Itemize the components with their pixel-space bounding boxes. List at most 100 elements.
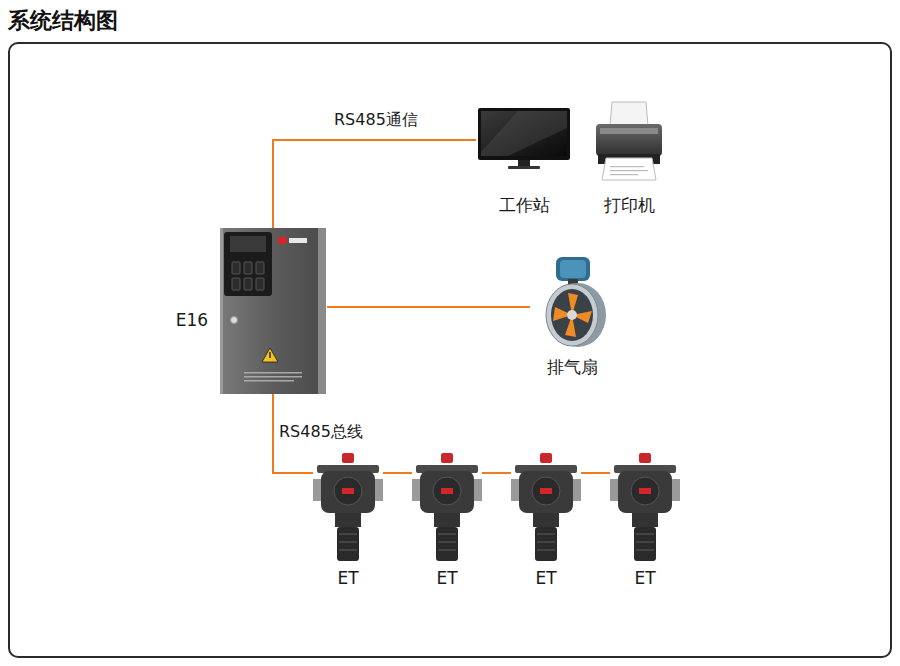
drawing-rect — [573, 479, 581, 501]
drawing-rect — [232, 262, 240, 274]
drawing-circle — [532, 477, 560, 505]
drawing-rect — [632, 513, 658, 527]
drawing-rect — [232, 278, 240, 290]
drawing-circle — [231, 317, 238, 324]
drawing-rect — [244, 380, 294, 382]
drawing-rect — [269, 352, 270, 358]
detector-illustration — [412, 453, 482, 565]
drawing-rect — [639, 453, 651, 463]
drawing-rect — [537, 541, 555, 543]
drawing-rect — [220, 228, 223, 394]
drawing-rect — [244, 376, 302, 378]
controller-illustration — [220, 228, 326, 394]
drawing-rect — [535, 527, 557, 561]
detector-node: ET — [511, 452, 581, 590]
node-label: E16 — [169, 310, 215, 330]
drawing-circle — [631, 477, 659, 505]
drawing-rect — [610, 166, 644, 167]
fan-illustration — [538, 255, 610, 349]
printer-node: 打印机 — [588, 100, 670, 219]
drawing-rect — [342, 488, 354, 494]
drawing-rect — [321, 471, 375, 513]
workstation-node: 工作站 — [476, 106, 572, 219]
drawing-rect — [339, 549, 357, 551]
detector-illustration — [313, 453, 383, 565]
drawing-rect — [436, 527, 458, 561]
drawing-rect — [224, 232, 272, 296]
drawing-rect — [230, 236, 266, 252]
drawing-rect — [600, 128, 658, 134]
controller-node: E16 — [165, 228, 327, 394]
drawing-rect — [537, 533, 555, 535]
node-label: ET — [511, 568, 581, 588]
drawing-rect — [556, 257, 590, 281]
drawing-ellipse — [551, 289, 593, 341]
drawing-rect — [610, 174, 638, 175]
drawing-rect — [540, 453, 552, 463]
drawing-rect — [672, 479, 680, 501]
edge-label: RS485通信 — [332, 110, 420, 131]
drawing-rect — [478, 108, 570, 160]
drawing-rect — [481, 111, 567, 156]
drawing-rect — [438, 549, 456, 551]
detector-node: ET — [412, 452, 482, 590]
detector-illustration — [511, 453, 581, 565]
drawing-rect — [518, 160, 530, 166]
drawing-rect — [634, 527, 656, 561]
drawing-rect — [375, 479, 383, 501]
bus-connector — [581, 472, 610, 474]
drawing-rect — [244, 262, 252, 274]
drawing-polygon — [481, 111, 567, 156]
drawing-rect — [220, 228, 326, 394]
drawing-rect — [313, 479, 321, 501]
drawing-rect — [256, 278, 264, 290]
detector-body — [511, 453, 581, 561]
drawing-rect — [342, 453, 354, 463]
bus-connector — [383, 472, 412, 474]
drawing-rect — [289, 238, 307, 243]
drawing-rect — [533, 513, 559, 527]
drawing-polygon — [262, 348, 278, 362]
outer-frame — [8, 42, 892, 658]
drawing-rect — [537, 549, 555, 551]
drawing-rect — [540, 488, 552, 494]
drawing-rect — [335, 513, 361, 527]
node-label: ET — [313, 568, 383, 588]
detector-body — [313, 453, 383, 561]
detector-node: ET — [610, 452, 680, 590]
edge-label: RS485总线 — [277, 422, 365, 443]
drawing-rect — [596, 124, 662, 156]
drawing-circle — [334, 477, 362, 505]
drawing-rect — [244, 278, 252, 290]
drawing-rect — [412, 479, 420, 501]
drawing-rect — [636, 533, 654, 535]
drawing-polygon — [610, 102, 648, 126]
drawing-rect — [337, 527, 359, 561]
drawing-rect — [434, 513, 460, 527]
drawing-rect — [636, 549, 654, 551]
drawing-rect — [420, 471, 474, 513]
drawing-rect — [560, 260, 586, 278]
detector-node: ET — [313, 452, 383, 590]
detector-body — [610, 453, 680, 561]
drawing-rect — [256, 262, 264, 274]
drawing-rect — [636, 541, 654, 543]
drawing-rect — [339, 541, 357, 543]
detector-illustration — [610, 453, 680, 565]
drawing-rect — [438, 533, 456, 535]
bus-connector — [273, 140, 476, 228]
drawing-rect — [278, 237, 287, 244]
drawing-rect — [508, 166, 540, 169]
diagram-title: 系统结构图 — [8, 6, 118, 36]
fan-node: 排气扇 — [530, 252, 614, 381]
monitor-illustration — [478, 108, 570, 170]
drawing-rect — [639, 488, 651, 494]
drawing-rect — [610, 479, 618, 501]
node-label: 打印机 — [588, 194, 670, 217]
drawing-rect — [519, 471, 573, 513]
drawing-circle — [567, 310, 577, 320]
drawing-rect — [438, 541, 456, 543]
drawing-polygon — [602, 158, 656, 180]
drawing-rect — [511, 479, 519, 501]
drawing-rect — [610, 170, 648, 171]
